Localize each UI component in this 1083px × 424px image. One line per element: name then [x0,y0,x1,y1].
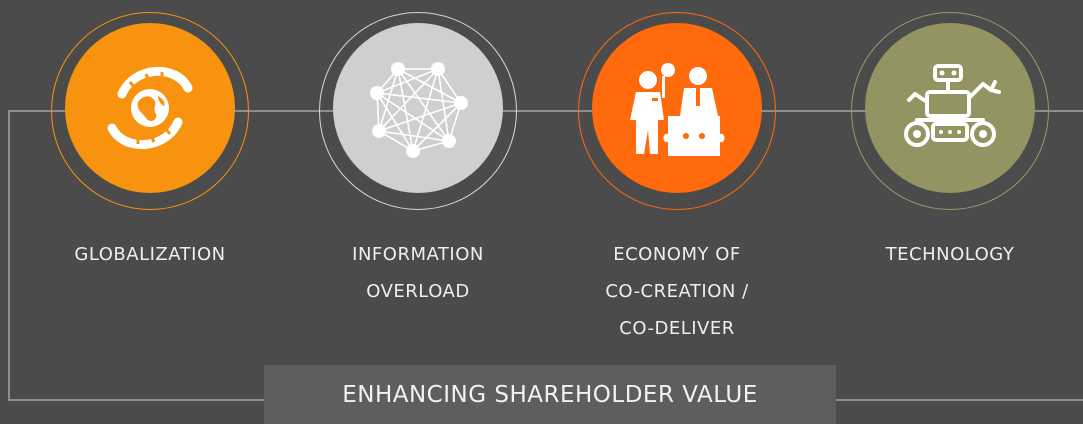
bottom-left-connector-line [8,399,264,401]
economy-circle [592,23,762,193]
globalization-circle [65,23,235,193]
shareholder-value-banner: ENHANCING SHAREHOLDER VALUE [264,365,836,424]
bottom-right-connector-line [836,399,1083,401]
banner-label: ENHANCING SHAREHOLDER VALUE [342,381,758,408]
information-overload-circle [333,23,503,193]
network-icon [363,53,473,163]
robot-rover-icon [895,58,1005,158]
technology-label: TECHNOLOGY [885,244,1015,265]
technology-circle [865,23,1035,193]
globalization-label: GLOBALIZATION [74,244,226,265]
left-connector-line [8,110,10,401]
collaboration-puzzle-icon [622,58,732,158]
globalization-ring [51,12,249,210]
economy-label: ECONOMY OF CO-CREATION / CO-DELIVER [605,244,749,339]
information-overload-ring [319,12,517,210]
globe-icon [100,58,200,158]
technology-ring [851,12,1049,210]
top-connector-line [8,110,1083,112]
economy-ring [578,12,776,210]
information-overload-label: INFORMATION OVERLOAD [352,244,484,302]
